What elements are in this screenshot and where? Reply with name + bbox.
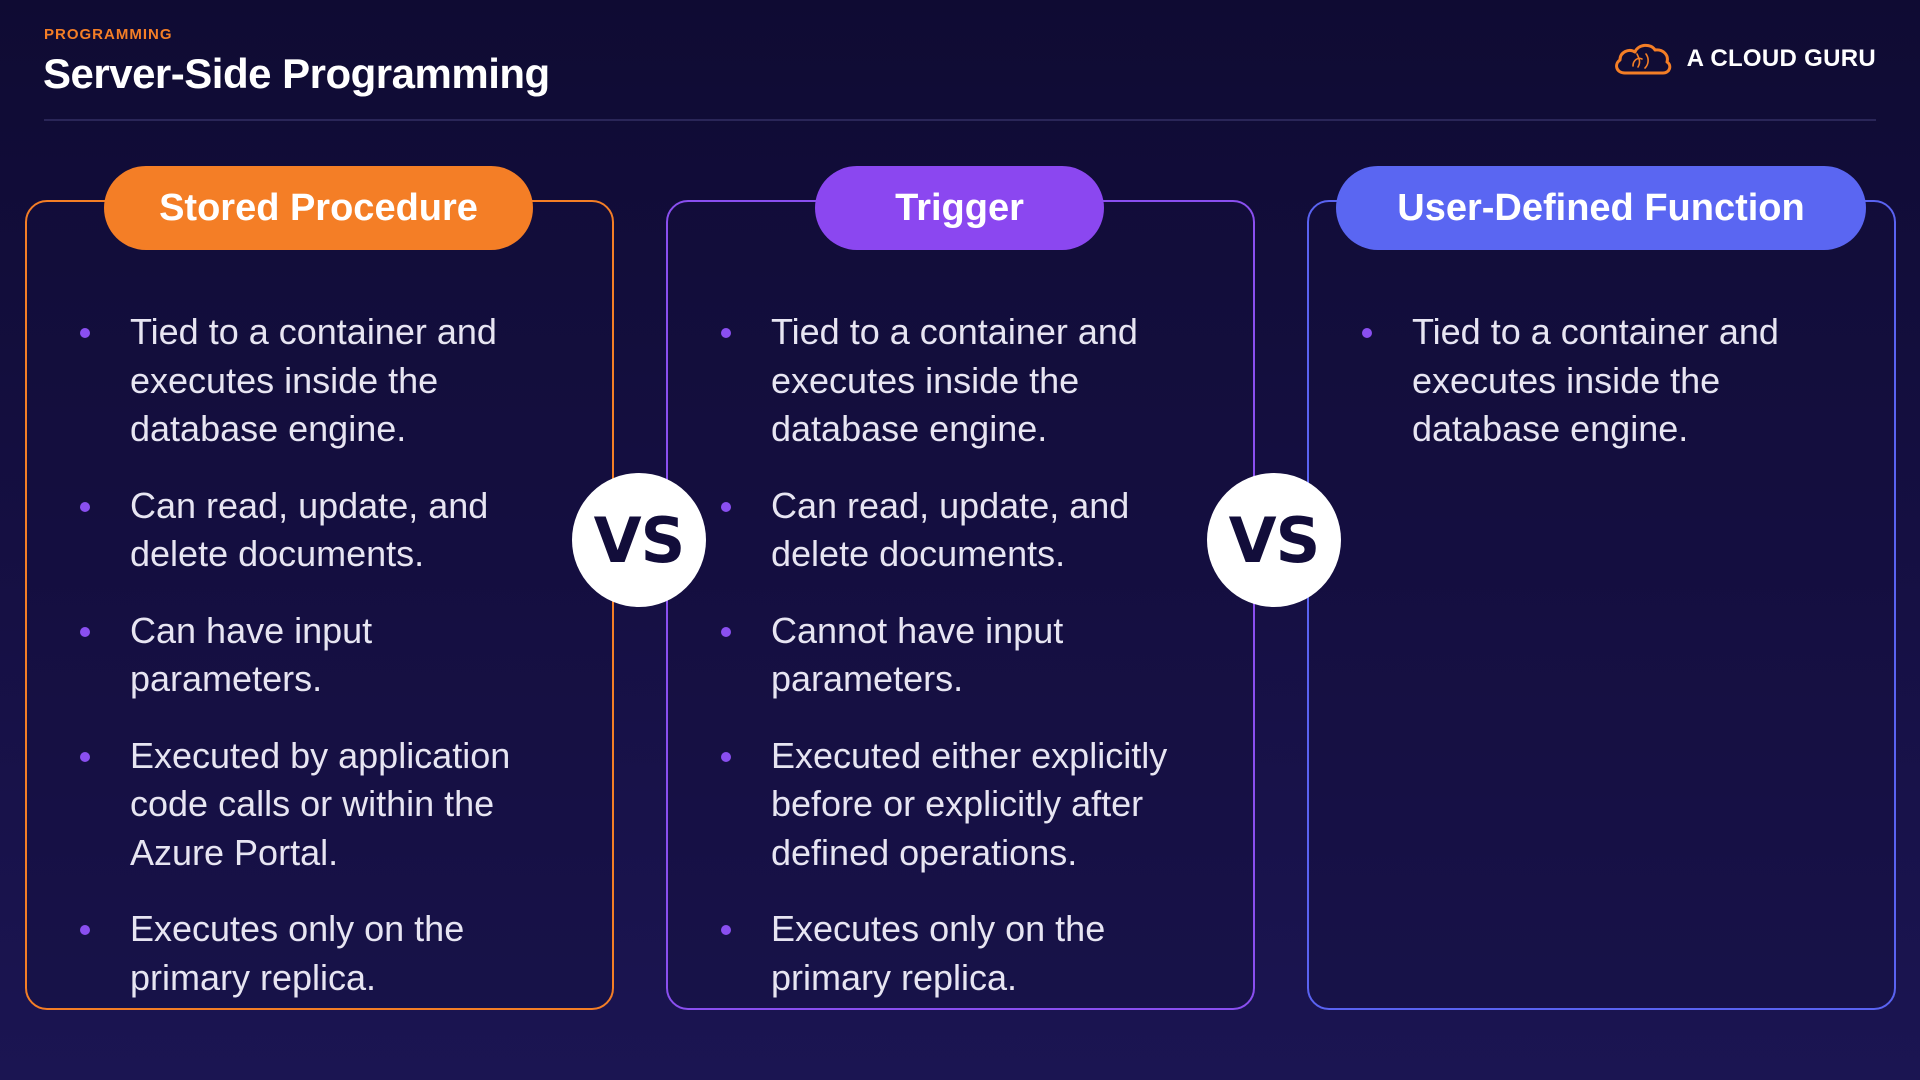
vs-badge: VS	[572, 473, 706, 607]
stored-procedure-list: Tied to a container and executes inside …	[80, 308, 560, 1030]
stored-procedure-title: Stored Procedure	[104, 166, 533, 250]
list-item: Executed either explicitly before or exp…	[721, 732, 1201, 878]
bullet-icon	[80, 751, 90, 762]
vs-badge: VS	[1207, 473, 1341, 607]
stored-procedure-card	[25, 200, 614, 1010]
eyebrow-label: PROGRAMMING	[44, 26, 173, 43]
bullet-icon	[80, 626, 90, 637]
list-item-text: Tied to a container and executes inside …	[1412, 311, 1779, 449]
list-item: Executes only on the primary replica.	[721, 905, 1201, 1002]
trigger-title: Trigger	[815, 166, 1104, 250]
list-item: Tied to a container and executes inside …	[721, 308, 1201, 454]
bullet-icon	[721, 501, 731, 512]
list-item-text: Can have input parameters.	[130, 609, 373, 700]
udf-title: User-Defined Function	[1336, 166, 1866, 250]
list-item: Executes only on the primary replica.	[80, 905, 560, 1002]
list-item-text: Tied to a container and executes inside …	[130, 311, 497, 449]
list-item: Cannot have input parameters.	[721, 607, 1201, 704]
list-item-text: Can read, update, and delete documents.	[130, 484, 489, 575]
list-item-text: Executes only on the primary replica.	[130, 908, 465, 998]
bullet-icon	[721, 328, 731, 338]
brand: A CLOUD GURU	[1611, 40, 1876, 78]
cloud-logo-icon	[1614, 43, 1671, 75]
udf-card	[1307, 200, 1896, 1010]
brand-name: A CLOUD GURU	[1686, 45, 1876, 72]
list-item-text: Executed by application code calls or wi…	[130, 734, 511, 873]
list-item-text: Can read, update, and delete documents.	[771, 484, 1130, 575]
list-item-text: Cannot have input parameters.	[771, 609, 1064, 700]
bullet-icon	[721, 626, 731, 637]
list-item-text: Executed either explicitly before or exp…	[771, 734, 1168, 873]
bullet-icon	[80, 501, 90, 512]
list-item-text: Executes only on the primary replica.	[771, 908, 1106, 998]
list-item-text: Tied to a container and executes inside …	[771, 311, 1138, 449]
list-item: Can have input parameters.	[80, 607, 560, 704]
bullet-icon	[1362, 328, 1372, 338]
bullet-icon	[721, 751, 731, 762]
bullet-icon	[80, 925, 90, 935]
udf-list: Tied to a container and executes inside …	[1362, 308, 1842, 482]
trigger-list: Tied to a container and executes inside …	[721, 308, 1201, 1030]
bullet-icon	[721, 925, 731, 935]
trigger-card	[666, 200, 1255, 1010]
list-item: Can read, update, and delete documents.	[721, 482, 1201, 579]
list-item: Tied to a container and executes inside …	[1362, 308, 1842, 454]
header-divider	[44, 119, 1876, 121]
list-item: Can read, update, and delete documents.	[80, 482, 560, 579]
page-title: Server-Side Programming	[43, 50, 550, 97]
bullet-icon	[80, 328, 90, 338]
list-item: Tied to a container and executes inside …	[80, 308, 560, 454]
list-item: Executed by application code calls or wi…	[80, 732, 560, 878]
